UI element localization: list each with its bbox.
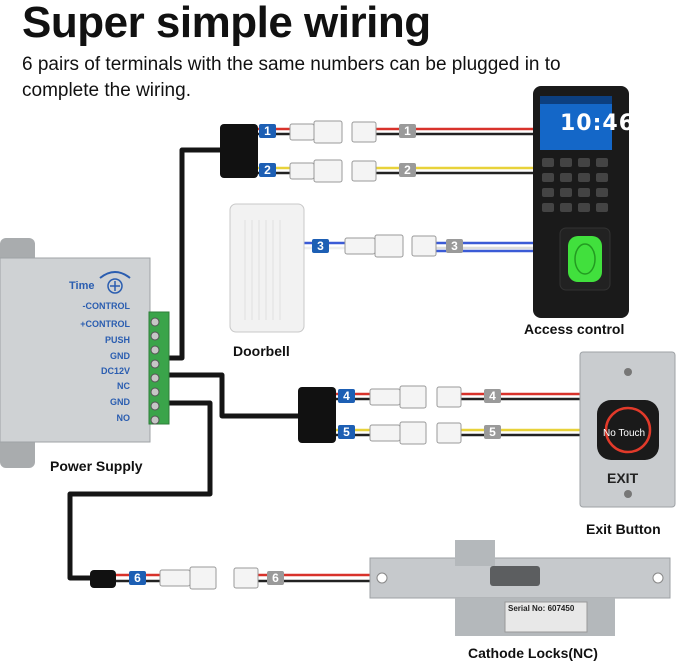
connector-tag-2: 2 — [259, 163, 276, 177]
power-supply-box — [0, 238, 170, 468]
page-subtitle: 6 pairs of terminals with the same numbe… — [22, 54, 561, 101]
connector-tag-5: 5 — [484, 425, 501, 439]
connector-tag-4: 4 — [484, 389, 501, 403]
connector-tag-2: 2 — [399, 163, 416, 177]
connector-tag-3: 3 — [312, 239, 329, 253]
page-title: Super simple wiring — [22, 0, 431, 47]
connector-tag-3: 3 — [446, 239, 463, 253]
main-cables — [67, 147, 300, 581]
access-control-label: Access control — [524, 321, 625, 337]
terminal-label: -CONTROL — [82, 301, 131, 311]
lock-serial-text: Serial No: 607450 — [508, 604, 575, 613]
cathode-locks-label: Cathode Locks(NC) — [468, 645, 598, 661]
terminal-label: GND — [110, 397, 130, 407]
connector-tag-6: 6 — [267, 571, 284, 585]
terminal-label: DC12V — [100, 366, 130, 376]
power-supply-time-label: Time — [69, 280, 95, 292]
doorbell-device — [229, 203, 305, 333]
exit-button-label: Exit Button — [586, 521, 661, 537]
connector-tag-1: 1 — [399, 124, 416, 138]
exit-sign-text: EXIT — [607, 470, 639, 486]
ferrite-ring-lock — [90, 570, 116, 588]
wire-pairs — [116, 127, 580, 583]
exit-button-device — [579, 351, 676, 508]
ferrite-ring-exit — [298, 387, 336, 443]
connector-tag-1: 1 — [259, 124, 276, 138]
access-control-clock: 10:46 — [560, 111, 636, 136]
connector-tag-5: 5 — [338, 425, 355, 439]
ferrite-ring-top — [220, 124, 258, 178]
terminal-label: GND — [110, 351, 130, 361]
terminal-label: NC — [117, 381, 130, 391]
terminal-label: +CONTROL — [80, 319, 130, 329]
cathode-lock-device — [369, 540, 671, 636]
connector-tag-4: 4 — [338, 389, 355, 403]
terminal-label: NO — [116, 413, 131, 423]
power-supply-label: Power Supply — [50, 458, 143, 474]
terminal-label: PUSH — [104, 335, 130, 345]
plug-connectors — [159, 120, 462, 590]
connector-tag-6: 6 — [129, 571, 146, 585]
exit-button-face-text: No Touch — [603, 428, 646, 439]
doorbell-label: Doorbell — [233, 343, 290, 359]
access-control-device — [533, 86, 629, 318]
